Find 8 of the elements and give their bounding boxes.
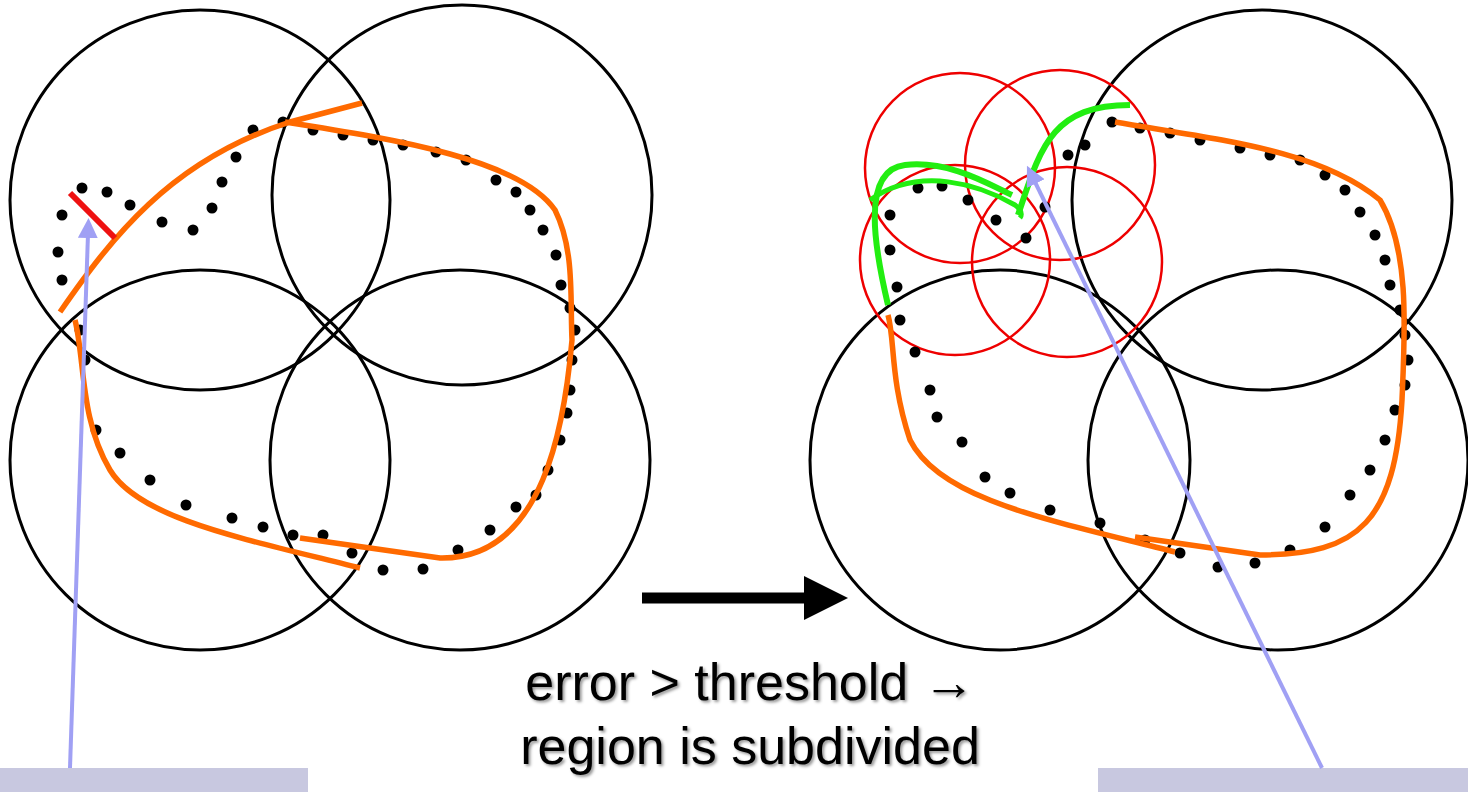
refined-curve [868, 102, 1131, 306]
leader-arrow [68, 218, 98, 769]
error-segment [67, 190, 118, 241]
leader-arrow [1026, 165, 1324, 769]
text-panel [0, 768, 308, 792]
arrow [642, 576, 848, 620]
text-panel [1098, 768, 1468, 792]
annotation-text: error > threshold → region is subdivided [519, 652, 981, 777]
